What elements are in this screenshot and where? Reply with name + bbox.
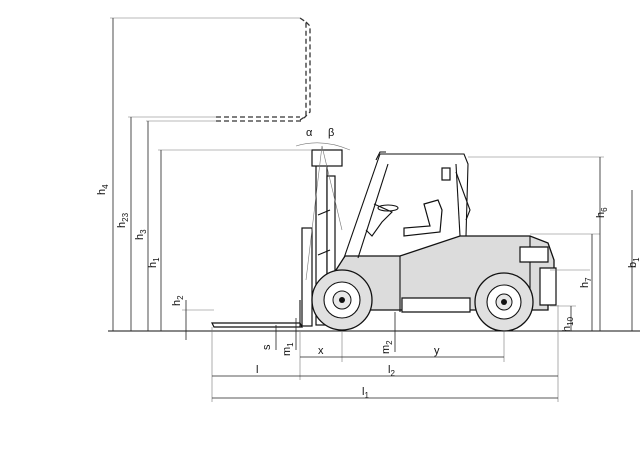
label-m1: m1 — [281, 342, 295, 356]
label-h3: h3 — [134, 229, 148, 240]
mast — [301, 149, 343, 327]
label-s: s — [261, 344, 273, 350]
label-h1: h1 — [147, 257, 161, 268]
operator-seat — [365, 199, 443, 237]
label-h7: h7 — [579, 277, 593, 288]
rear-wheel — [474, 272, 534, 332]
label-h10: h10 — [561, 316, 575, 332]
label-l1: l1 — [362, 386, 369, 400]
forks — [211, 300, 303, 328]
label-alpha: α — [306, 127, 313, 139]
label-l: l — [256, 364, 258, 376]
label-h23: h23 — [116, 212, 130, 228]
front-wheel — [311, 269, 373, 331]
raised-load-outline — [216, 17, 311, 122]
label-y: y — [434, 345, 440, 357]
overhead-guard — [343, 151, 471, 259]
label-x: x — [318, 345, 324, 357]
dimension-lines — [112, 18, 633, 399]
label-beta: β — [328, 127, 334, 139]
label-l2: l2 — [388, 364, 395, 378]
label-b1: b1 — [627, 257, 640, 268]
label-h4: h4 — [96, 184, 110, 195]
label-h6: h6 — [595, 207, 609, 218]
tilt-angle-lines — [295, 142, 351, 281]
extension-lines — [110, 17, 604, 402]
label-h2: h2 — [171, 295, 185, 306]
label-m2: m2 — [380, 340, 394, 354]
